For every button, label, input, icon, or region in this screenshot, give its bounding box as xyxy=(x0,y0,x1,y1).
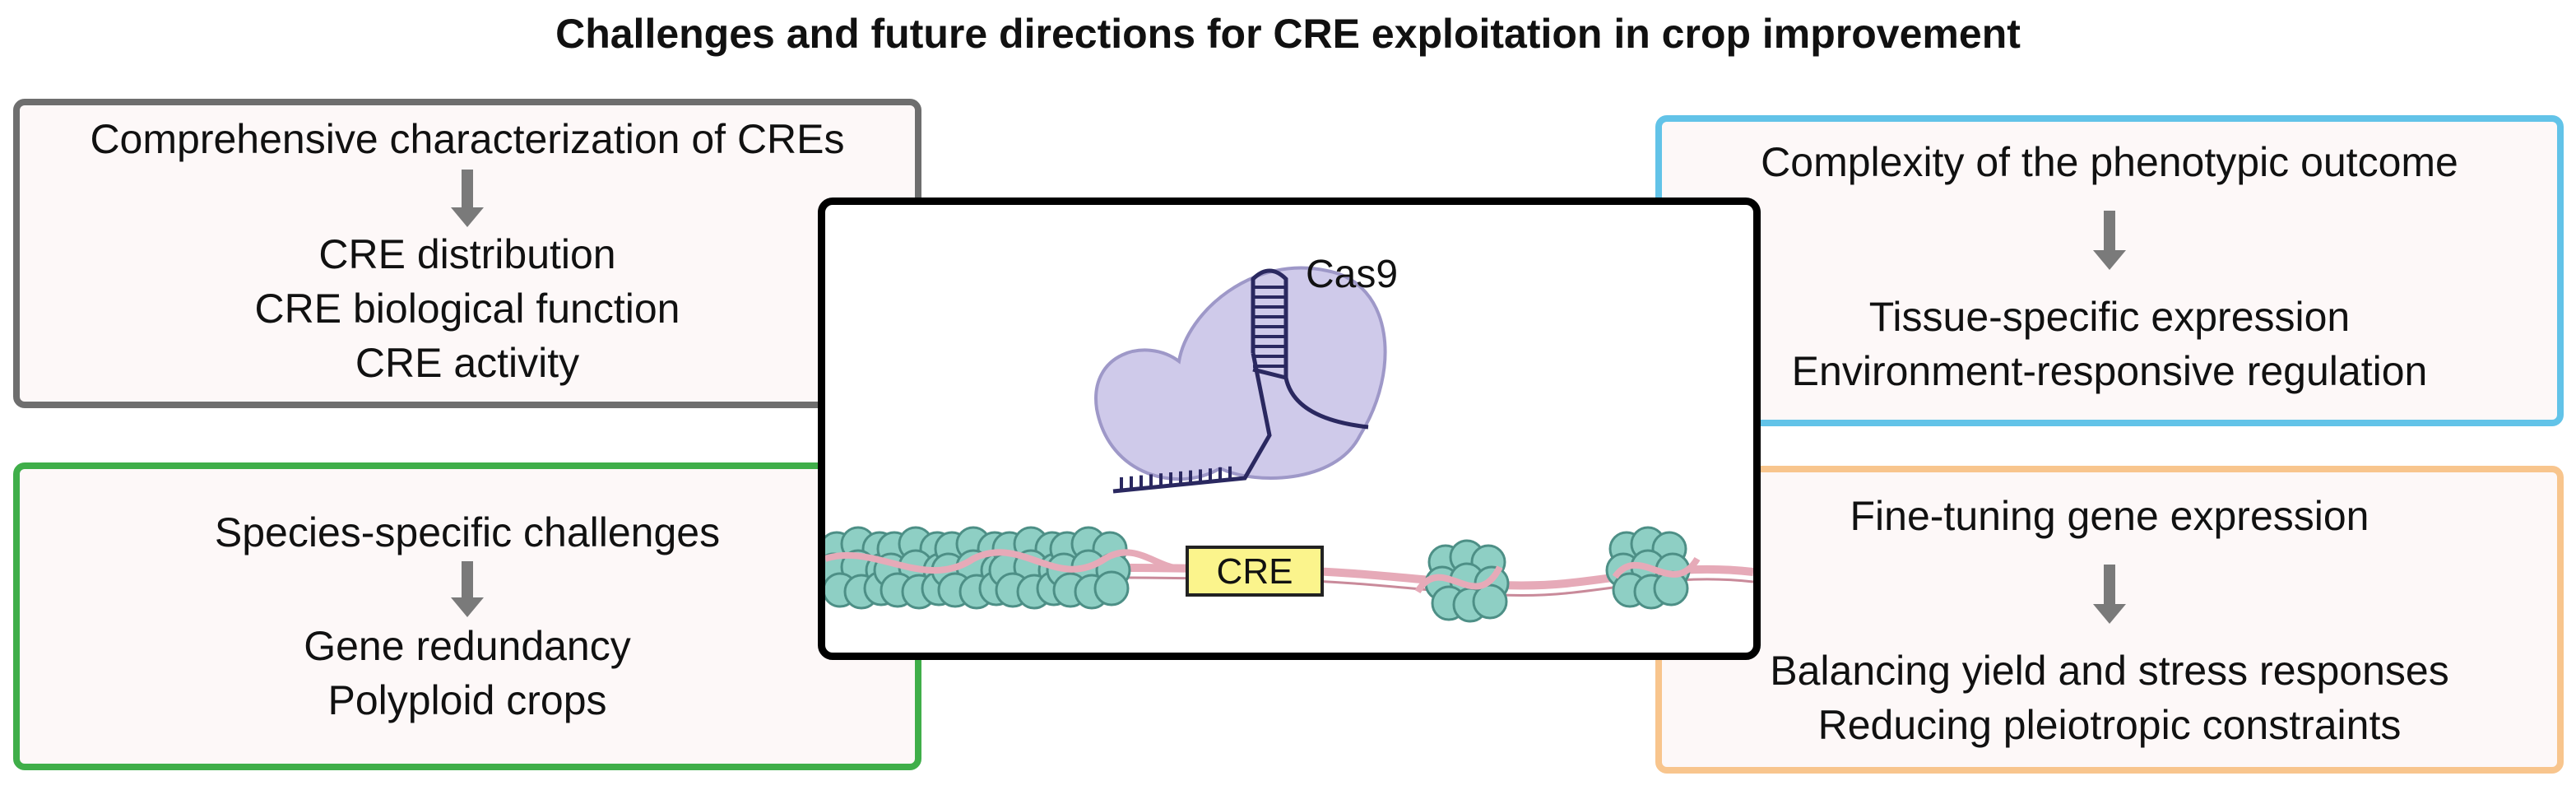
panel-cre-characterization: Comprehensive characterization of CREs C… xyxy=(13,99,921,408)
panel-heading: Comprehensive characterization of CREs xyxy=(90,116,845,162)
down-arrow-icon xyxy=(2093,211,2126,272)
dna-wrap xyxy=(1414,556,1701,594)
illustration-svg: CRE Cas9 xyxy=(825,253,1753,623)
panel-item: Tissue-specific expression xyxy=(1868,294,2351,340)
panel-item: CRE biological function xyxy=(254,286,680,332)
panel-item: Polyploid crops xyxy=(327,677,607,723)
dna-wrap xyxy=(825,549,1189,574)
cre-label: CRE xyxy=(1217,551,1293,592)
panel-species-challenges: Species-specific challenges Gene redunda… xyxy=(13,462,921,770)
panel-item: Environment-responsive regulation xyxy=(1791,348,2428,394)
cas9-cre-illustration: CRE Cas9 xyxy=(818,198,1761,660)
down-arrow-icon xyxy=(2093,565,2126,625)
down-arrow-icon xyxy=(451,561,484,619)
panel-phenotypic-complexity: Complexity of the phenotypic outcome Tis… xyxy=(1655,115,2564,426)
panel-heading: Complexity of the phenotypic outcome xyxy=(1761,139,2458,185)
cas9-label: Cas9 xyxy=(1306,253,1398,296)
figure-title: Challenges and future directions for CRE… xyxy=(555,11,2021,57)
nucleosome-right-1 xyxy=(1424,539,1510,623)
panel-item: Gene redundancy xyxy=(304,623,631,669)
cas9-protein xyxy=(1094,266,1387,494)
cre-element: CRE xyxy=(1186,546,1324,597)
panel-item: Reducing pleiotropic constraints xyxy=(1817,702,2402,748)
panel-fine-tuning: Fine-tuning gene expression Balancing yi… xyxy=(1655,466,2564,774)
panel-item: CRE distribution xyxy=(318,231,616,277)
down-arrow-icon xyxy=(451,170,484,227)
panel-item: Balancing yield and stress responses xyxy=(1770,648,2449,694)
panel-heading: Species-specific challenges xyxy=(214,509,721,555)
panel-item: CRE activity xyxy=(355,340,580,386)
panel-heading: Fine-tuning gene expression xyxy=(1850,493,2369,539)
